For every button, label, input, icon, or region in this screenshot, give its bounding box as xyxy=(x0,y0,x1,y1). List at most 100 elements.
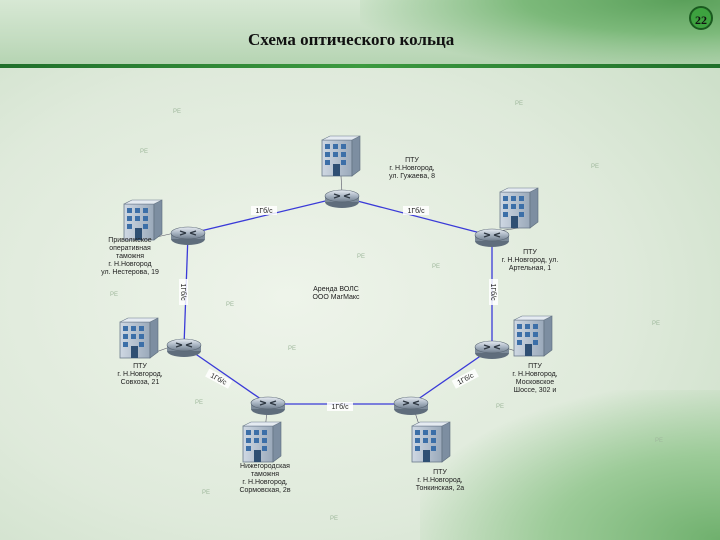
link-label-7: 1Гб/с xyxy=(179,279,188,305)
link-label-bg xyxy=(327,402,353,411)
node-caption-line: ПТУ xyxy=(405,157,419,164)
link-speed-text: 1Гб/с xyxy=(255,207,273,215)
link-speed-text: 1Гб/с xyxy=(179,283,187,301)
link-label-4: 1Гб/с xyxy=(451,368,479,389)
svg-text:PE: PE xyxy=(110,292,118,298)
office-building-icon xyxy=(123,199,163,241)
svg-text:PE: PE xyxy=(655,438,663,444)
svg-text:PE: PE xyxy=(173,109,181,115)
node-caption-line: ул. Гужаева, 8 xyxy=(389,173,435,180)
node-caption-line: Нижегородская xyxy=(240,463,290,470)
router-icon xyxy=(166,338,202,358)
link-label-6: 1Гб/с xyxy=(205,368,233,389)
router-icon xyxy=(170,226,206,246)
link-speed-text: 1Гб/с xyxy=(331,403,349,411)
connectors xyxy=(138,175,534,463)
node-caption-line: оперативная xyxy=(109,245,151,252)
svg-text:PE: PE xyxy=(496,404,504,410)
svg-text:PE: PE xyxy=(357,254,365,260)
svg-text:PE: PE xyxy=(226,302,234,308)
router-icon xyxy=(393,396,429,416)
svg-text:PE: PE xyxy=(591,164,599,170)
node-caption-line: ул. Нестерова, 19 xyxy=(101,269,159,276)
router-icon xyxy=(474,340,510,360)
link-speed-text: 1Гб/с xyxy=(407,207,425,215)
node-caption-line: Совхоза, 21 xyxy=(121,379,160,386)
node-caption-line: г. Н.Новгород, xyxy=(389,165,434,172)
header-divider xyxy=(0,64,720,68)
node-caption-line: г. Н.Новгород, xyxy=(512,371,557,378)
node-caption-line: г. Н.Новгород, xyxy=(417,477,462,484)
center-label-line-1: Аренда ВОЛС xyxy=(313,286,359,293)
ring-link-7 xyxy=(187,196,343,235)
node-caption-line: Артельная, 1 xyxy=(509,265,551,272)
svg-text:PE: PE xyxy=(330,516,338,522)
node-caption-line: Московское xyxy=(516,379,555,386)
office-building-icon xyxy=(499,187,539,229)
ring-link-5 xyxy=(183,345,269,405)
link-label-2: 1Гб/с xyxy=(403,206,429,215)
node-caption-line: г. Н.Новгород, ул. xyxy=(502,257,559,264)
link-label-bg xyxy=(179,279,188,305)
node-caption-line: г. Н.Новгород xyxy=(108,261,151,268)
background-labels: PE PE PE PE PE PE PE PE PE PE PE PE PE P… xyxy=(110,101,663,522)
svg-text:PE: PE xyxy=(202,490,210,496)
link-label-bg xyxy=(251,206,277,215)
svg-text:PE: PE xyxy=(140,149,148,155)
link-label-bg xyxy=(451,368,479,389)
router-icon xyxy=(324,189,360,209)
link-label-bg xyxy=(403,206,429,215)
node-caption-line: г. Н.Новгород, xyxy=(242,479,287,486)
slide-header xyxy=(0,0,720,68)
link-label-bg xyxy=(205,368,233,389)
node-caption-line: Шоссе, 302 и xyxy=(514,387,557,394)
router-icon xyxy=(474,228,510,248)
page-number-badge: 22 xyxy=(689,6,713,30)
node-caption-line: таможня xyxy=(251,471,279,478)
link-label-5: 1Гб/с xyxy=(327,402,353,411)
link-label-bg xyxy=(489,279,498,305)
link-label-1: 1Гб/с xyxy=(251,206,277,215)
link-label-3: 1Гб/с xyxy=(489,279,498,305)
office-building-icon xyxy=(411,421,451,463)
svg-text:PE: PE xyxy=(288,346,296,352)
node-caption-line: ПТУ xyxy=(523,249,537,256)
svg-text:PE: PE xyxy=(652,321,660,327)
link-labels: 1Гб/с 1Гб/с 1Гб/с 1Гб/с 1Гб/с 1Гб/с 1Гб/с xyxy=(179,206,498,411)
decorative-swoosh xyxy=(420,390,720,540)
svg-text:PE: PE xyxy=(432,264,440,270)
node-caption-line: Тонкинская, 2а xyxy=(416,485,465,492)
office-building-icon xyxy=(513,315,553,357)
ring-link-1 xyxy=(341,196,493,237)
svg-text:PE: PE xyxy=(515,101,523,107)
node-caption-line: г. Н.Новгород, xyxy=(117,371,162,378)
office-building-icon xyxy=(321,135,361,177)
router-icon xyxy=(250,396,286,416)
office-building-icon xyxy=(242,421,282,463)
node-caption-line: ПТУ xyxy=(528,363,542,370)
ring-link-3 xyxy=(410,347,493,405)
node-caption-line: Приволжское xyxy=(108,237,152,244)
node-caption-line: ПТУ xyxy=(133,363,147,370)
center-label-line-2: ООО МагМакс xyxy=(312,294,360,301)
node-caption-line: Сормовская, 2в xyxy=(239,487,290,494)
header-swoosh xyxy=(360,0,720,68)
center-label: Аренда ВОЛС ООО МагМакс xyxy=(312,286,360,301)
slide-title: Схема оптического кольца xyxy=(248,30,455,49)
node-caption-line: таможня xyxy=(116,253,144,260)
link-speed-text: 1Гб/с xyxy=(489,283,497,301)
svg-text:PE: PE xyxy=(195,400,203,406)
